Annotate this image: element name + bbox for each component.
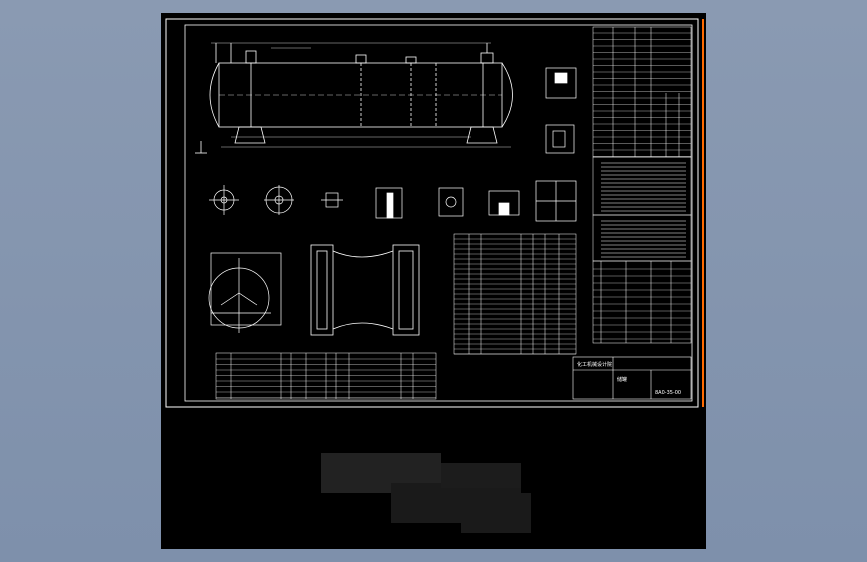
drawing-canvas[interactable]: 化工机械设计院 储罐 8A0-35-00 <box>161 13 706 549</box>
title-block-drawing-no: 8A0-35-00 <box>655 390 681 396</box>
inner-frame <box>184 24 693 402</box>
bom-rows <box>216 358 436 398</box>
spec-table-bottom <box>592 260 692 344</box>
title-block-line2: 储罐 <box>617 376 627 383</box>
main-vessel-view <box>195 42 513 154</box>
notes-lines <box>601 162 686 258</box>
detail-views-row <box>209 185 520 219</box>
faint-annotation-area <box>321 453 531 533</box>
parts-table-middle-rows <box>454 238 576 355</box>
title-block-line1: 化工机械设计院 <box>577 361 612 368</box>
notes-block <box>592 156 692 262</box>
cad-sheet: 化工机械设计院 储罐 8A0-35-00 <box>165 18 704 533</box>
title-block <box>572 356 692 400</box>
spec-table-top <box>592 26 692 158</box>
end-view <box>208 252 282 333</box>
bom-table <box>215 352 437 400</box>
right-detail-column <box>535 67 577 222</box>
spec-table-top-rows <box>593 32 691 157</box>
plan-view <box>310 244 420 336</box>
spec-table-bottom-rows <box>593 268 691 340</box>
outer-frame <box>165 18 699 408</box>
